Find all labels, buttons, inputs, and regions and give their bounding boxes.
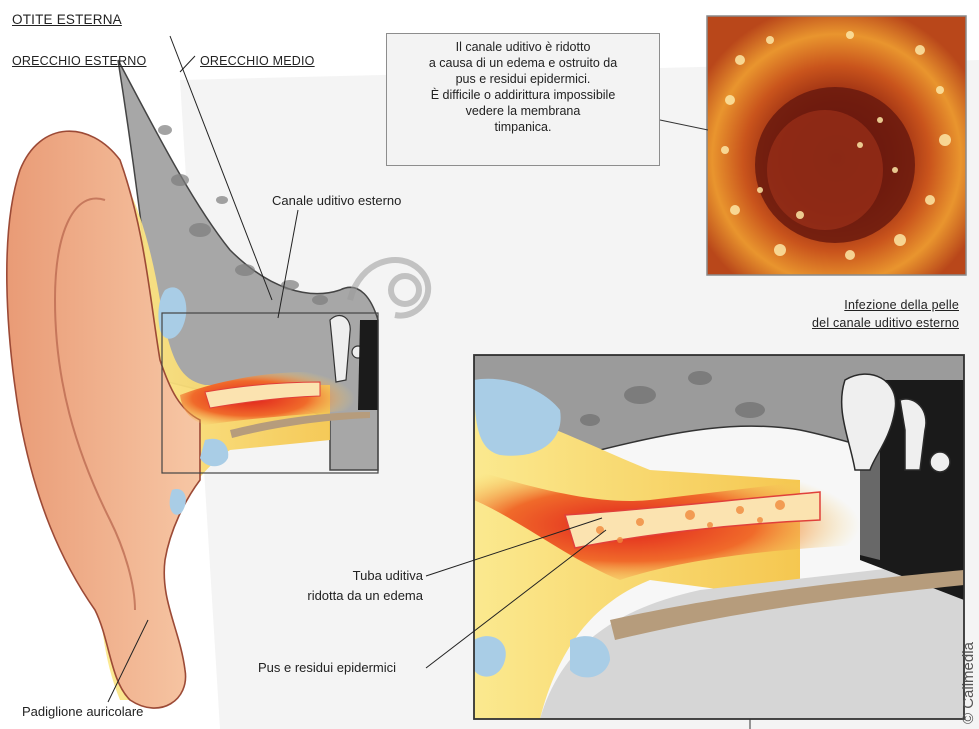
eustachian-tube-label-line-2: ridotta da un edema — [307, 588, 423, 603]
caption-line-2: a causa di un edema e ostruito da — [393, 55, 653, 71]
eustachian-tube-label-line-1: Tuba uditiva — [353, 568, 423, 583]
middle-ear-cavity-small — [358, 320, 378, 410]
infection-label-line-2: del canale uditivo esterno — [812, 316, 959, 330]
pinna-label: Padiglione auricolare — [22, 704, 143, 719]
caption-line-6: timpanica. — [393, 119, 653, 135]
credit-label: © Calimedia — [960, 642, 977, 724]
caption-line-5: vedere la membrana — [393, 103, 653, 119]
outer-ear-label: ORECCHIO ESTERNO — [12, 54, 146, 68]
zoom-panel — [474, 355, 964, 719]
infection-label-line-1: Infezione della pelle — [844, 298, 959, 312]
diagram-title: OTITE ESTERNA — [12, 12, 122, 27]
caption-line-1: Il canale uditivo è ridotto — [393, 39, 653, 55]
caption-line-4: È difficile o addirittura impossibile — [393, 87, 653, 103]
otoscope-caption: Il canale uditivo è ridotto a causa di u… — [386, 33, 660, 166]
pus-debris-label: Pus e residui epidermici — [258, 660, 396, 675]
middle-ear-label: ORECCHIO MEDIO — [200, 54, 315, 68]
otoscope-view — [707, 16, 966, 275]
caption-line-3: pus e residui epidermici. — [393, 71, 653, 87]
ear-canal-label: Canale uditivo esterno — [272, 193, 401, 208]
